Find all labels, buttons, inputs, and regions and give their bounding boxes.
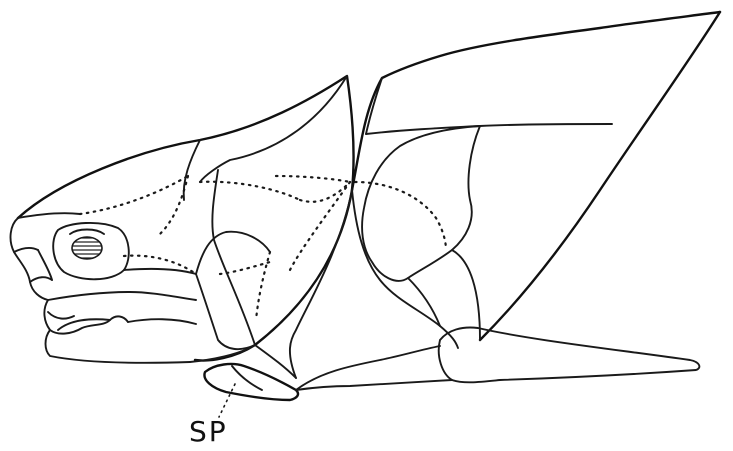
eye-icon — [72, 237, 102, 259]
orbit — [53, 223, 129, 279]
sensory-canals — [80, 176, 446, 320]
trunk-shield — [352, 12, 720, 348]
sp-leader-line — [219, 384, 235, 417]
ventral-plates — [255, 190, 699, 390]
spinal-plate — [204, 364, 298, 400]
cheek-plates — [48, 170, 270, 349]
jaws — [44, 300, 250, 363]
spinal-plate-label: SP — [189, 418, 228, 446]
rostral-plates — [11, 213, 80, 300]
